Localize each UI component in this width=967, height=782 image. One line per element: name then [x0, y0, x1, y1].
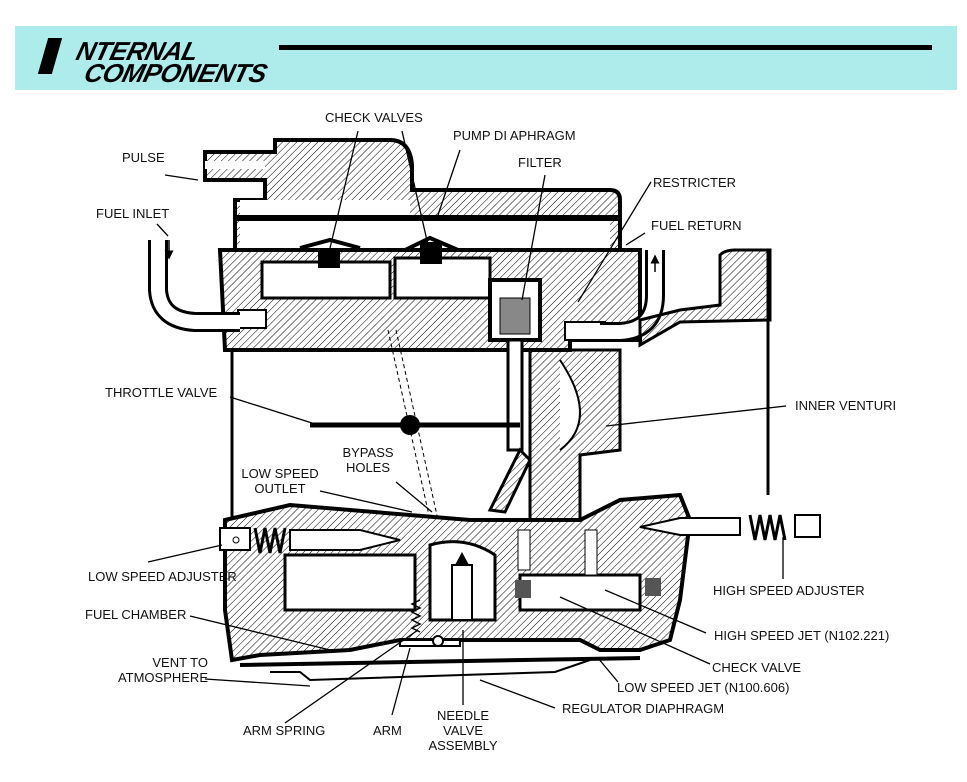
label-regulator-diaphragm: REGULATOR DIAPHRAGM [562, 701, 725, 716]
high-speed-adjuster [639, 514, 821, 541]
label-bypass-holes-line1: BYPASS [342, 445, 394, 460]
low-speed-adjuster [219, 527, 401, 554]
label-pulse: PULSE [122, 150, 165, 165]
label-low-speed-outlet: LOW SPEED OUTLET [238, 466, 322, 496]
label-fuel-chamber: FUEL CHAMBER [85, 607, 187, 622]
label-low-speed-jet: LOW SPEED JET (N100.606) [617, 680, 790, 695]
air-horn-flange [638, 248, 772, 495]
inner-venturi [487, 348, 622, 522]
lower-body [223, 492, 693, 663]
leader-lines [147, 130, 787, 724]
label-low-speed-outlet-line1: LOW SPEED [241, 466, 319, 481]
label-vent-line2: ATMOSPHERE [117, 670, 208, 685]
label-needle-valve-assembly: NEEDLE VALVE ASSEMBLY [425, 708, 501, 753]
label-high-speed-adjuster: HIGH SPEED ADJUSTER [713, 583, 865, 598]
regulator-assembly [239, 599, 641, 682]
label-pump-diaphragm: PUMP DI APHRAGM [453, 128, 576, 143]
label-filter: FILTER [518, 155, 562, 170]
label-needle-line2: VALVE [443, 723, 483, 738]
throttle-valve [310, 329, 520, 521]
label-high-speed-jet: HIGH SPEED JET (N102.221) [714, 628, 890, 643]
label-bypass-holes: BYPASS HOLES [338, 445, 398, 475]
label-restricter: RESTRICTER [653, 175, 737, 190]
label-check-valve: CHECK VALVE [712, 660, 802, 675]
label-needle-line3: ASSEMBLY [428, 738, 498, 753]
title-banner: NTERNAL COMPONENTS [15, 26, 957, 90]
label-bypass-holes-line2: HOLES [345, 460, 391, 475]
upper-body [217, 248, 642, 352]
label-fuel-inlet: FUEL INLET [96, 206, 170, 221]
label-arm: ARM [373, 723, 402, 738]
label-needle-line1: NEEDLE [436, 708, 490, 723]
label-low-speed-adjuster: LOW SPEED ADJUSTER [88, 569, 237, 584]
label-vent-to-atmosphere: VENT TO ATMOSPHERE [104, 655, 208, 685]
label-vent-line1: VENT TO [152, 655, 208, 670]
label-throttle-valve: THROTTLE VALVE [105, 385, 218, 400]
title-rule [279, 45, 932, 50]
label-low-speed-outlet-line2: OUTLET [254, 481, 306, 496]
label-fuel-return: FUEL RETURN [651, 218, 742, 233]
filter [488, 278, 542, 452]
label-check-valves: CHECK VALVES [325, 110, 423, 125]
label-inner-venturi: INNER VENTURI [795, 398, 897, 413]
label-arm-spring: ARM SPRING [243, 723, 326, 738]
fuel-inlet-tube [148, 240, 240, 332]
check-valves [299, 235, 459, 268]
